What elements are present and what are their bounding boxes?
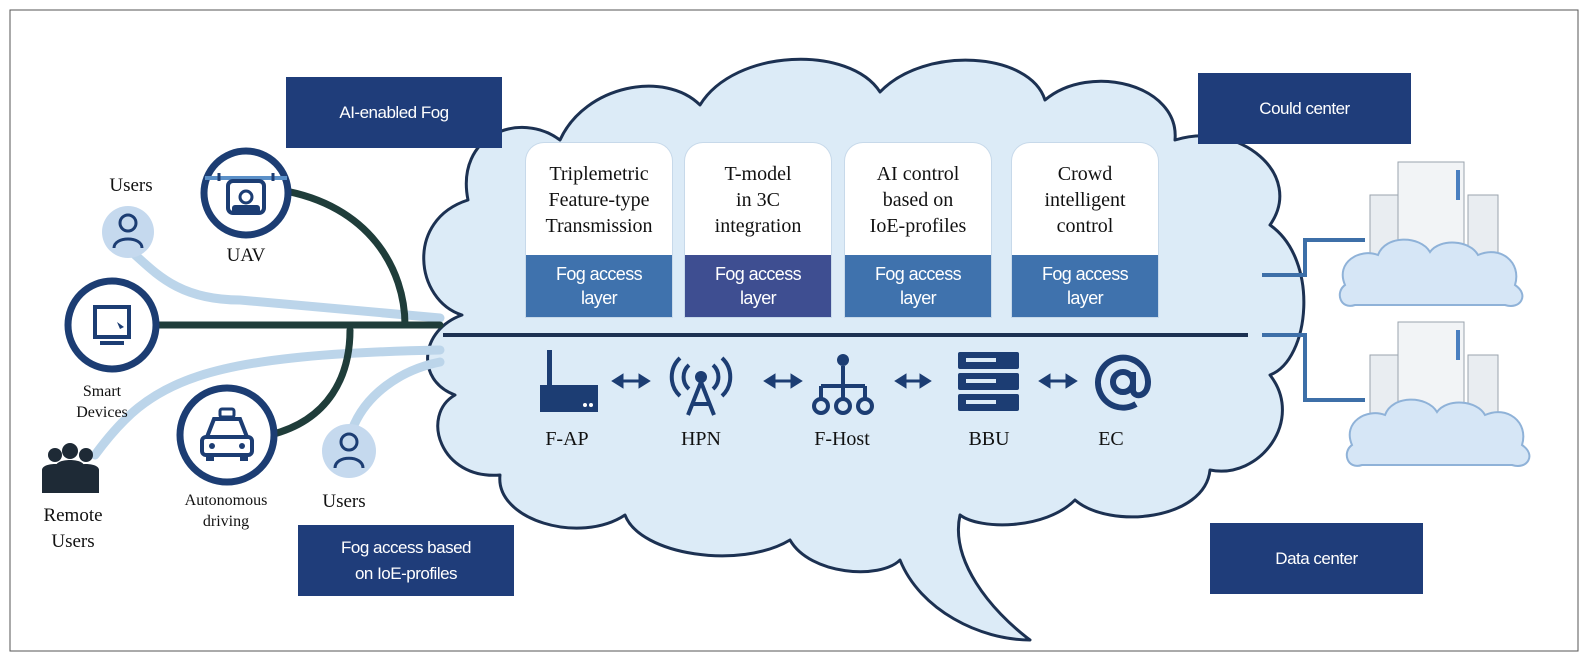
user-icon-bottom xyxy=(322,424,376,478)
node-label-bbu: BBU xyxy=(968,428,1010,450)
footer-line: Fog access xyxy=(874,264,962,284)
footer-line: Fog access xyxy=(555,264,643,284)
remote-users-line: Users xyxy=(51,531,95,552)
fog-access-layer-footer: Fog access layer xyxy=(1012,255,1158,317)
card-title: Triplemetric Feature-type Transmission xyxy=(530,161,668,239)
users-top-label: Users xyxy=(109,175,153,196)
card-line: Transmission xyxy=(545,215,653,237)
ai-enabled-fog-box: AI-enabled Fog xyxy=(286,77,502,148)
card-title: Crowd intelligent control xyxy=(1016,161,1154,239)
card-line: IoE-profiles xyxy=(869,215,967,237)
footer-line: Fog access xyxy=(1041,264,1129,284)
link-users-top xyxy=(115,237,445,323)
node-label-f-host: F-Host xyxy=(814,428,870,450)
users-bottom-label: Users xyxy=(322,491,366,512)
antenna-icon xyxy=(669,356,733,416)
smart-device-icon xyxy=(64,277,160,373)
card-line: AI control xyxy=(876,163,960,185)
data-center-label: Data center xyxy=(1275,548,1358,568)
hierarchy-icon xyxy=(812,354,874,415)
card-title: AI control based on IoE-profiles xyxy=(849,161,987,239)
fog-access-ioe-line1: Fog access based xyxy=(341,537,471,557)
fog-access-ioe-line2: on IoE-profiles xyxy=(354,563,458,583)
card-line: control xyxy=(1056,215,1114,237)
card-triplemetric: Triplemetric Feature-type Transmission F… xyxy=(526,143,672,317)
remote-users-label: Remote Users xyxy=(28,503,118,555)
uav-label: UAV xyxy=(226,245,266,266)
footer-line: layer xyxy=(739,288,777,308)
footer-line: layer xyxy=(899,288,937,308)
data-center-box: Data center xyxy=(1210,523,1423,594)
autonomous-line: Autonomous xyxy=(184,492,268,509)
uav-icon xyxy=(200,147,292,239)
cloud-center-box: Could center xyxy=(1198,73,1411,144)
link-remote-users xyxy=(90,345,445,460)
car-icon xyxy=(176,384,278,486)
node-label-hpn: HPN xyxy=(680,428,721,450)
smart-devices-label: Smart Devices xyxy=(62,381,142,423)
card-line: integration xyxy=(714,215,802,237)
figure-frame xyxy=(9,9,1579,652)
node-label-f-ap: F-AP xyxy=(545,428,589,450)
card-t-model: T-model in 3C integration Fog access lay… xyxy=(685,143,831,317)
at-sign-icon xyxy=(1095,354,1152,411)
link-uav xyxy=(276,186,409,329)
card-line: in 3C xyxy=(736,189,780,211)
card-line: Feature-type xyxy=(548,189,650,211)
smart-devices-line: Smart xyxy=(82,383,122,400)
smart-devices-line: Devices xyxy=(76,404,128,421)
ai-enabled-fog-label: AI-enabled Fog xyxy=(339,102,449,122)
footer-line: layer xyxy=(580,288,618,308)
card-line: T-model xyxy=(724,163,792,185)
link-users-bottom xyxy=(347,357,445,435)
autonomous-driving-label: Autonomous driving xyxy=(166,490,286,532)
fog-access-ioe-box: Fog access based on IoE-profiles xyxy=(298,525,514,596)
router-icon xyxy=(540,350,598,412)
footer-line: layer xyxy=(1066,288,1104,308)
link-autonomous xyxy=(266,326,354,439)
autonomous-line: driving xyxy=(202,513,250,530)
card-line: based on xyxy=(882,189,954,211)
card-title: T-model in 3C integration xyxy=(689,161,827,239)
cloud-server-icon-bottom xyxy=(1345,321,1531,467)
user-icon-top xyxy=(102,206,154,258)
footer-line: Fog access xyxy=(714,264,802,284)
node-arrows xyxy=(611,373,1078,389)
fog-access-layer-footer: Fog access layer xyxy=(845,255,991,317)
node-label-ec: EC xyxy=(1098,428,1124,450)
card-line: Crowd xyxy=(1057,163,1113,185)
card-ai-control: AI control based on IoE-profiles Fog acc… xyxy=(845,143,991,317)
fog-access-layer-footer: Fog access layer xyxy=(685,255,831,317)
card-line: intelligent xyxy=(1044,189,1126,211)
fog-access-layer-footer: Fog access layer xyxy=(526,255,672,317)
card-line: Triplemetric xyxy=(549,163,649,185)
cloud-center-label: Could center xyxy=(1259,98,1350,118)
remote-users-icon xyxy=(42,443,99,493)
card-crowd-intelligent: Crowd intelligent control Fog access lay… xyxy=(1012,143,1158,317)
remote-users-line: Remote xyxy=(43,505,103,526)
datacenter-links xyxy=(1262,238,1365,402)
server-rack-icon xyxy=(958,352,1019,411)
cloud-server-icon-top xyxy=(1338,161,1524,307)
